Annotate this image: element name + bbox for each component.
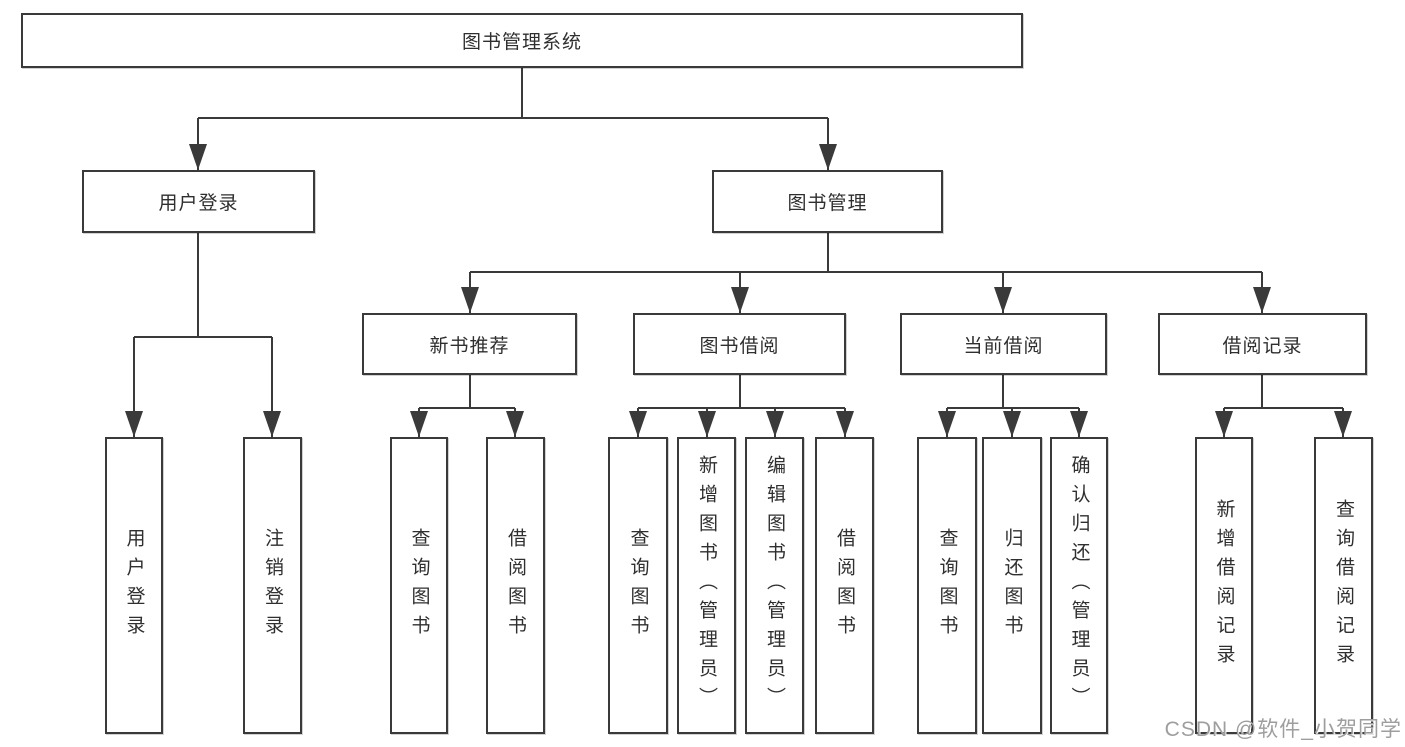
- leaf-current-query-books-label: 查询图书: [936, 527, 958, 644]
- node-book-management-label: 图书管理: [787, 193, 868, 214]
- leaf-recommend-query-books-label: 查询图书: [408, 527, 430, 644]
- node-current-borrowing-label: 当前借阅: [963, 335, 1044, 357]
- leaf-borrow-edit-books-admin-label: 编辑图书（管理员）: [764, 455, 785, 716]
- leaf-borrow-borrow-books: 借阅图书: [815, 437, 874, 734]
- csdn-watermark: CSDN @软件_小贺同学: [1164, 718, 1402, 741]
- leaf-recommend-query-books: 查询图书: [390, 437, 448, 734]
- leaf-current-query-books: 查询图书: [917, 437, 977, 734]
- leaf-records-query-borrow-record: 查询借阅记录: [1314, 437, 1373, 734]
- leaf-logout: 注销登录: [243, 437, 302, 734]
- node-new-book-recommendation: 新书推荐: [362, 313, 577, 375]
- node-book-borrowing-label: 图书借阅: [699, 335, 780, 357]
- leaf-logout-label: 注销登录: [262, 527, 283, 644]
- leaf-records-query-borrow-record-label: 查询借阅记录: [1333, 498, 1354, 673]
- leaf-borrow-borrow-books-label: 借阅图书: [834, 527, 855, 644]
- leaf-borrow-query-books: 查询图书: [608, 437, 668, 734]
- node-library-management-system-label: 图书管理系统: [461, 32, 582, 53]
- node-user-login: 用户登录: [82, 170, 315, 233]
- node-borrowing-records-label: 借阅记录: [1222, 335, 1303, 357]
- node-user-login-label: 用户登录: [158, 193, 239, 214]
- leaf-borrow-add-books-admin-label: 新增图书（管理员）: [696, 455, 717, 716]
- leaf-records-add-borrow-record: 新增借阅记录: [1195, 437, 1253, 734]
- leaf-user-login-label: 用户登录: [123, 527, 145, 644]
- node-book-borrowing: 图书借阅: [633, 313, 846, 375]
- leaf-recommend-borrow-books: 借阅图书: [486, 437, 545, 734]
- leaf-borrow-add-books-admin: 新增图书（管理员）: [677, 437, 736, 734]
- node-new-book-recommendation-label: 新书推荐: [429, 335, 510, 357]
- leaf-current-confirm-return-admin-label: 确认归还（管理员）: [1068, 455, 1090, 716]
- leaf-current-return-books: 归还图书: [982, 437, 1042, 734]
- leaf-current-return-books-label: 归还图书: [1001, 527, 1023, 644]
- node-current-borrowing: 当前借阅: [900, 313, 1107, 375]
- leaf-current-confirm-return-admin: 确认归还（管理员）: [1050, 437, 1108, 734]
- node-library-management-system: 图书管理系统: [21, 13, 1023, 68]
- leaf-recommend-borrow-books-label: 借阅图书: [505, 527, 526, 644]
- leaf-user-login: 用户登录: [105, 437, 163, 734]
- leaf-borrow-edit-books-admin: 编辑图书（管理员）: [745, 437, 804, 734]
- leaf-records-add-borrow-record-label: 新增借阅记录: [1213, 498, 1235, 673]
- node-borrowing-records: 借阅记录: [1158, 313, 1367, 375]
- leaf-borrow-query-books-label: 查询图书: [627, 527, 649, 644]
- node-book-management: 图书管理: [712, 170, 943, 233]
